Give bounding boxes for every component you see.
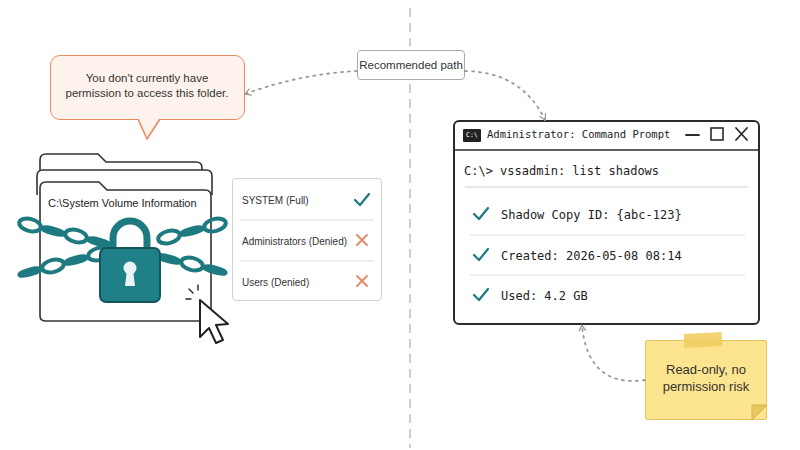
chain-link (19, 267, 42, 277)
check-mark (474, 289, 488, 300)
dotted-connector (582, 325, 645, 381)
mouse-cursor (200, 300, 228, 343)
row-separator (240, 261, 374, 262)
node-text: C:\> vssadmin: list shadows (464, 164, 659, 180)
speech-bubble: You don't currently have permission to a… (50, 55, 245, 120)
keyhole (125, 270, 135, 286)
chain-link (88, 237, 111, 247)
sticky-note: Read-only, no permission risk (645, 340, 767, 420)
row-separator (465, 187, 748, 188)
minimize-button (686, 134, 699, 136)
dotted-connector (245, 71, 357, 94)
chain-link (41, 258, 65, 275)
close-button (736, 128, 747, 140)
row-separator (470, 235, 745, 236)
padlock-body (100, 248, 160, 302)
chain-link (180, 256, 204, 273)
locked-folder: C:\System Volume Information (37, 178, 214, 323)
node-text: You don't currently have permission to a… (57, 71, 237, 101)
divider-line (409, 84, 411, 448)
keyhole (124, 262, 137, 275)
node-text: Read-only, no permission risk (651, 362, 761, 396)
folder-outline (40, 182, 211, 321)
chain-link (203, 217, 227, 234)
bubble-tail (138, 118, 160, 139)
padlock-shackle (113, 221, 147, 252)
permissions-panel: SYSTEM (Full) Administrators (Denied) User… (232, 178, 382, 301)
chain-link (181, 226, 204, 236)
click-marks (186, 285, 198, 299)
row-separator (240, 220, 374, 221)
check-mark (355, 194, 369, 205)
chain-link (87, 246, 111, 263)
check-mark (474, 249, 488, 260)
row-separator (470, 275, 745, 276)
maximize-button (711, 128, 723, 140)
path-label-box: Recommended path (357, 50, 465, 80)
node-text: Shadow Copy ID: {abc-123} (501, 208, 682, 224)
node-text: Used: 4.2 GB (501, 289, 588, 305)
node-text: Administrator: Command Prompt (487, 128, 670, 142)
chain-link (65, 255, 88, 265)
dotted-connector (465, 71, 545, 120)
command-window: C:\ Administrator: Command PromptC:\> vss… (453, 120, 760, 325)
node-text: SYSTEM (Full) (242, 194, 309, 207)
sticky-tape (684, 332, 723, 348)
check-mark (474, 208, 488, 219)
chain-link (157, 229, 181, 246)
folded-corner (752, 405, 767, 420)
window-icon: C:\ (463, 129, 481, 142)
bubble-tail (138, 119, 160, 139)
title-bar-line (454, 149, 759, 151)
cross-mark (357, 276, 367, 286)
node-text: Users (Denied) (242, 276, 309, 289)
chain-link (42, 226, 65, 236)
chain-link (204, 265, 227, 275)
chain-link (158, 254, 181, 264)
node-text: C:\System Volume Information (48, 196, 210, 210)
chain-link (18, 217, 42, 234)
chain-link (64, 228, 88, 245)
cross-mark (357, 235, 367, 245)
node-text: Administrators (Denied) (242, 235, 347, 248)
node-text: Recommended path (358, 58, 464, 73)
divider-line (409, 8, 411, 46)
chain (18, 217, 227, 278)
node-text: Created: 2026-05-08 08:14 (501, 249, 682, 265)
